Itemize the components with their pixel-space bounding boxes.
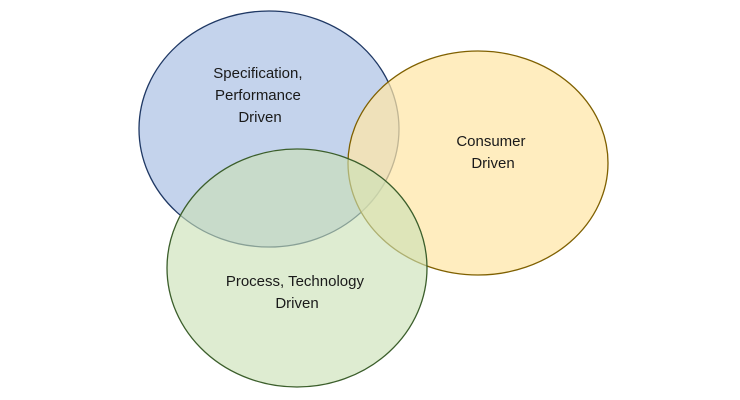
label-line: Driven xyxy=(238,109,281,126)
label-consumer: Consumer Driven xyxy=(456,133,529,172)
label-specification-performance: Specification, Performance Driven xyxy=(213,65,306,126)
set-process-technology xyxy=(166,148,428,388)
label-line: Driven xyxy=(471,155,514,172)
label-line: Consumer xyxy=(456,133,525,150)
label-line: Specification, xyxy=(213,65,302,82)
label-line: Process, Technology xyxy=(226,273,365,290)
ellipse-process-technology xyxy=(166,148,428,388)
label-line: Driven xyxy=(275,295,318,312)
label-line: Performance xyxy=(215,87,301,104)
label-process-technology: Process, Technology Driven xyxy=(226,273,368,312)
